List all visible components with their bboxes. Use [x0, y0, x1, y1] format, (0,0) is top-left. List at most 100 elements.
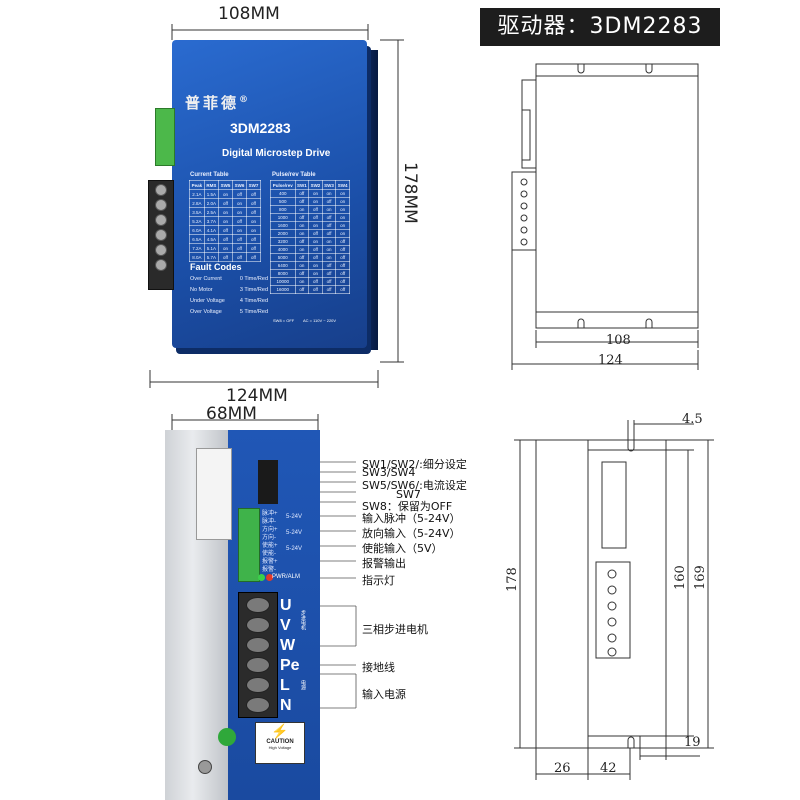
current-table-title: Current Table	[190, 172, 229, 178]
annotation-enable: 使能输入（5V）	[362, 542, 443, 555]
dim-108: 108	[606, 333, 631, 348]
annotation-sw7: SW7	[396, 488, 421, 501]
screw-icon	[155, 259, 167, 271]
fault-name: Over Voltage	[190, 309, 222, 315]
pwr-led-icon	[258, 574, 265, 581]
terminal-letter: V	[280, 617, 291, 634]
pin-label: 方向-	[262, 535, 276, 541]
pin-label: 方向+	[262, 527, 278, 533]
screw-icon	[246, 697, 270, 713]
pin-label: 脉冲-	[262, 519, 276, 525]
signal-terminal	[238, 508, 260, 582]
dim-19: 19	[684, 735, 701, 750]
table-cell: 5.7A	[203, 252, 220, 262]
screw-icon	[155, 229, 167, 241]
terminal-letter: U	[280, 597, 292, 614]
annotation-indicator: 指示灯	[362, 574, 395, 587]
power-side-label: 电源	[300, 680, 306, 690]
screw-icon	[155, 199, 167, 211]
dip-switch[interactable]	[258, 460, 278, 504]
pulse-table-title: Pulse/rev Table	[272, 172, 316, 178]
pwr-alm-label: PWR/ALM	[272, 574, 301, 580]
pin-label: 脉冲+	[262, 511, 278, 517]
motor-power-terminal	[238, 592, 278, 718]
pin-label: 报警-	[262, 567, 276, 573]
fault-name: Over Current	[190, 276, 222, 282]
dim-total-width-label: 124MM	[226, 386, 288, 406]
pin-label: 使能+	[262, 543, 278, 549]
dim-width-label: 108MM	[218, 4, 280, 24]
terminal-letter: N	[280, 697, 292, 714]
annotation-motor: 三相步进电机	[362, 623, 428, 636]
product-subtitle: Digital Microstep Drive	[222, 148, 331, 159]
footer-ac: AC = 110V ~ 220V	[303, 318, 337, 323]
model-name: 3DM2283	[230, 120, 291, 136]
table-cell: off	[308, 285, 323, 294]
dim-4-5: 4.5	[682, 412, 703, 427]
annotation-sw8: SW8：保留为OFF	[362, 500, 453, 513]
caution-sub: High Voltage	[268, 745, 292, 750]
table-cell: off	[294, 285, 310, 294]
fault-codes-title: Fault Codes	[190, 262, 242, 272]
fault-code: 4 Time/Red	[239, 298, 268, 304]
pin-volt-1: 5-24V	[286, 514, 303, 520]
ground-badge-icon	[218, 728, 236, 746]
serial-sticker	[196, 448, 232, 540]
annotation-alarm: 报警输出	[362, 557, 406, 570]
dim-42: 42	[600, 761, 617, 776]
fault-code: 3 Time/Red	[239, 287, 268, 293]
caution-title: CAUTION	[266, 739, 294, 745]
table-cell: 16000	[270, 285, 296, 294]
screw-icon	[246, 637, 270, 653]
dim-26: 26	[554, 761, 571, 776]
screw-icon	[198, 760, 212, 774]
power-terminal-block	[148, 180, 174, 290]
fault-code: 0 Time/Red	[239, 276, 268, 282]
dim-160: 160	[673, 565, 688, 590]
dim-height-label: 178MM	[400, 162, 420, 224]
warning-icon: ⚡	[271, 723, 289, 739]
pin-label: 使能-	[262, 551, 276, 557]
table-cell: off	[245, 252, 262, 262]
dim-side-width-label: 68MM	[206, 404, 257, 424]
pin-volt-3: 5-24V	[286, 546, 303, 552]
terminal-letter: W	[280, 637, 296, 654]
pin-volt-2: 5-24V	[286, 530, 303, 536]
dim-178: 178	[505, 567, 520, 592]
annotation-power-input: 输入电源	[362, 688, 406, 701]
signal-connector	[155, 108, 175, 166]
caution-label: ⚡ CAUTION High Voltage	[255, 722, 305, 764]
pin-label: 报警+	[262, 559, 278, 565]
brand-logo: 普菲德®	[185, 94, 252, 112]
screw-icon	[155, 184, 167, 196]
annotation-pulse: 输入脉冲（5-24V）	[362, 512, 461, 525]
table-cell: off	[218, 252, 233, 262]
alm-led-icon	[266, 574, 273, 581]
motor-side-label: 步进电机	[300, 610, 306, 630]
annotation-direction: 放向输入（5-24V）	[362, 527, 461, 540]
pin-label-list: 脉冲+ 脉冲- 方向+ 方向- 使能+ 使能- 报警+ 报警-	[262, 510, 284, 574]
terminal-letter: Pe	[280, 657, 300, 674]
fault-row: Under Voltage 4 Time/Red	[190, 298, 268, 309]
fault-name: Under Voltage	[190, 298, 225, 304]
annotation-ground: 接地线	[362, 661, 395, 674]
table-cell: off	[335, 285, 350, 294]
annotation-sw12: SW1/SW2/:细分设定	[362, 458, 467, 471]
screw-icon	[246, 617, 270, 633]
